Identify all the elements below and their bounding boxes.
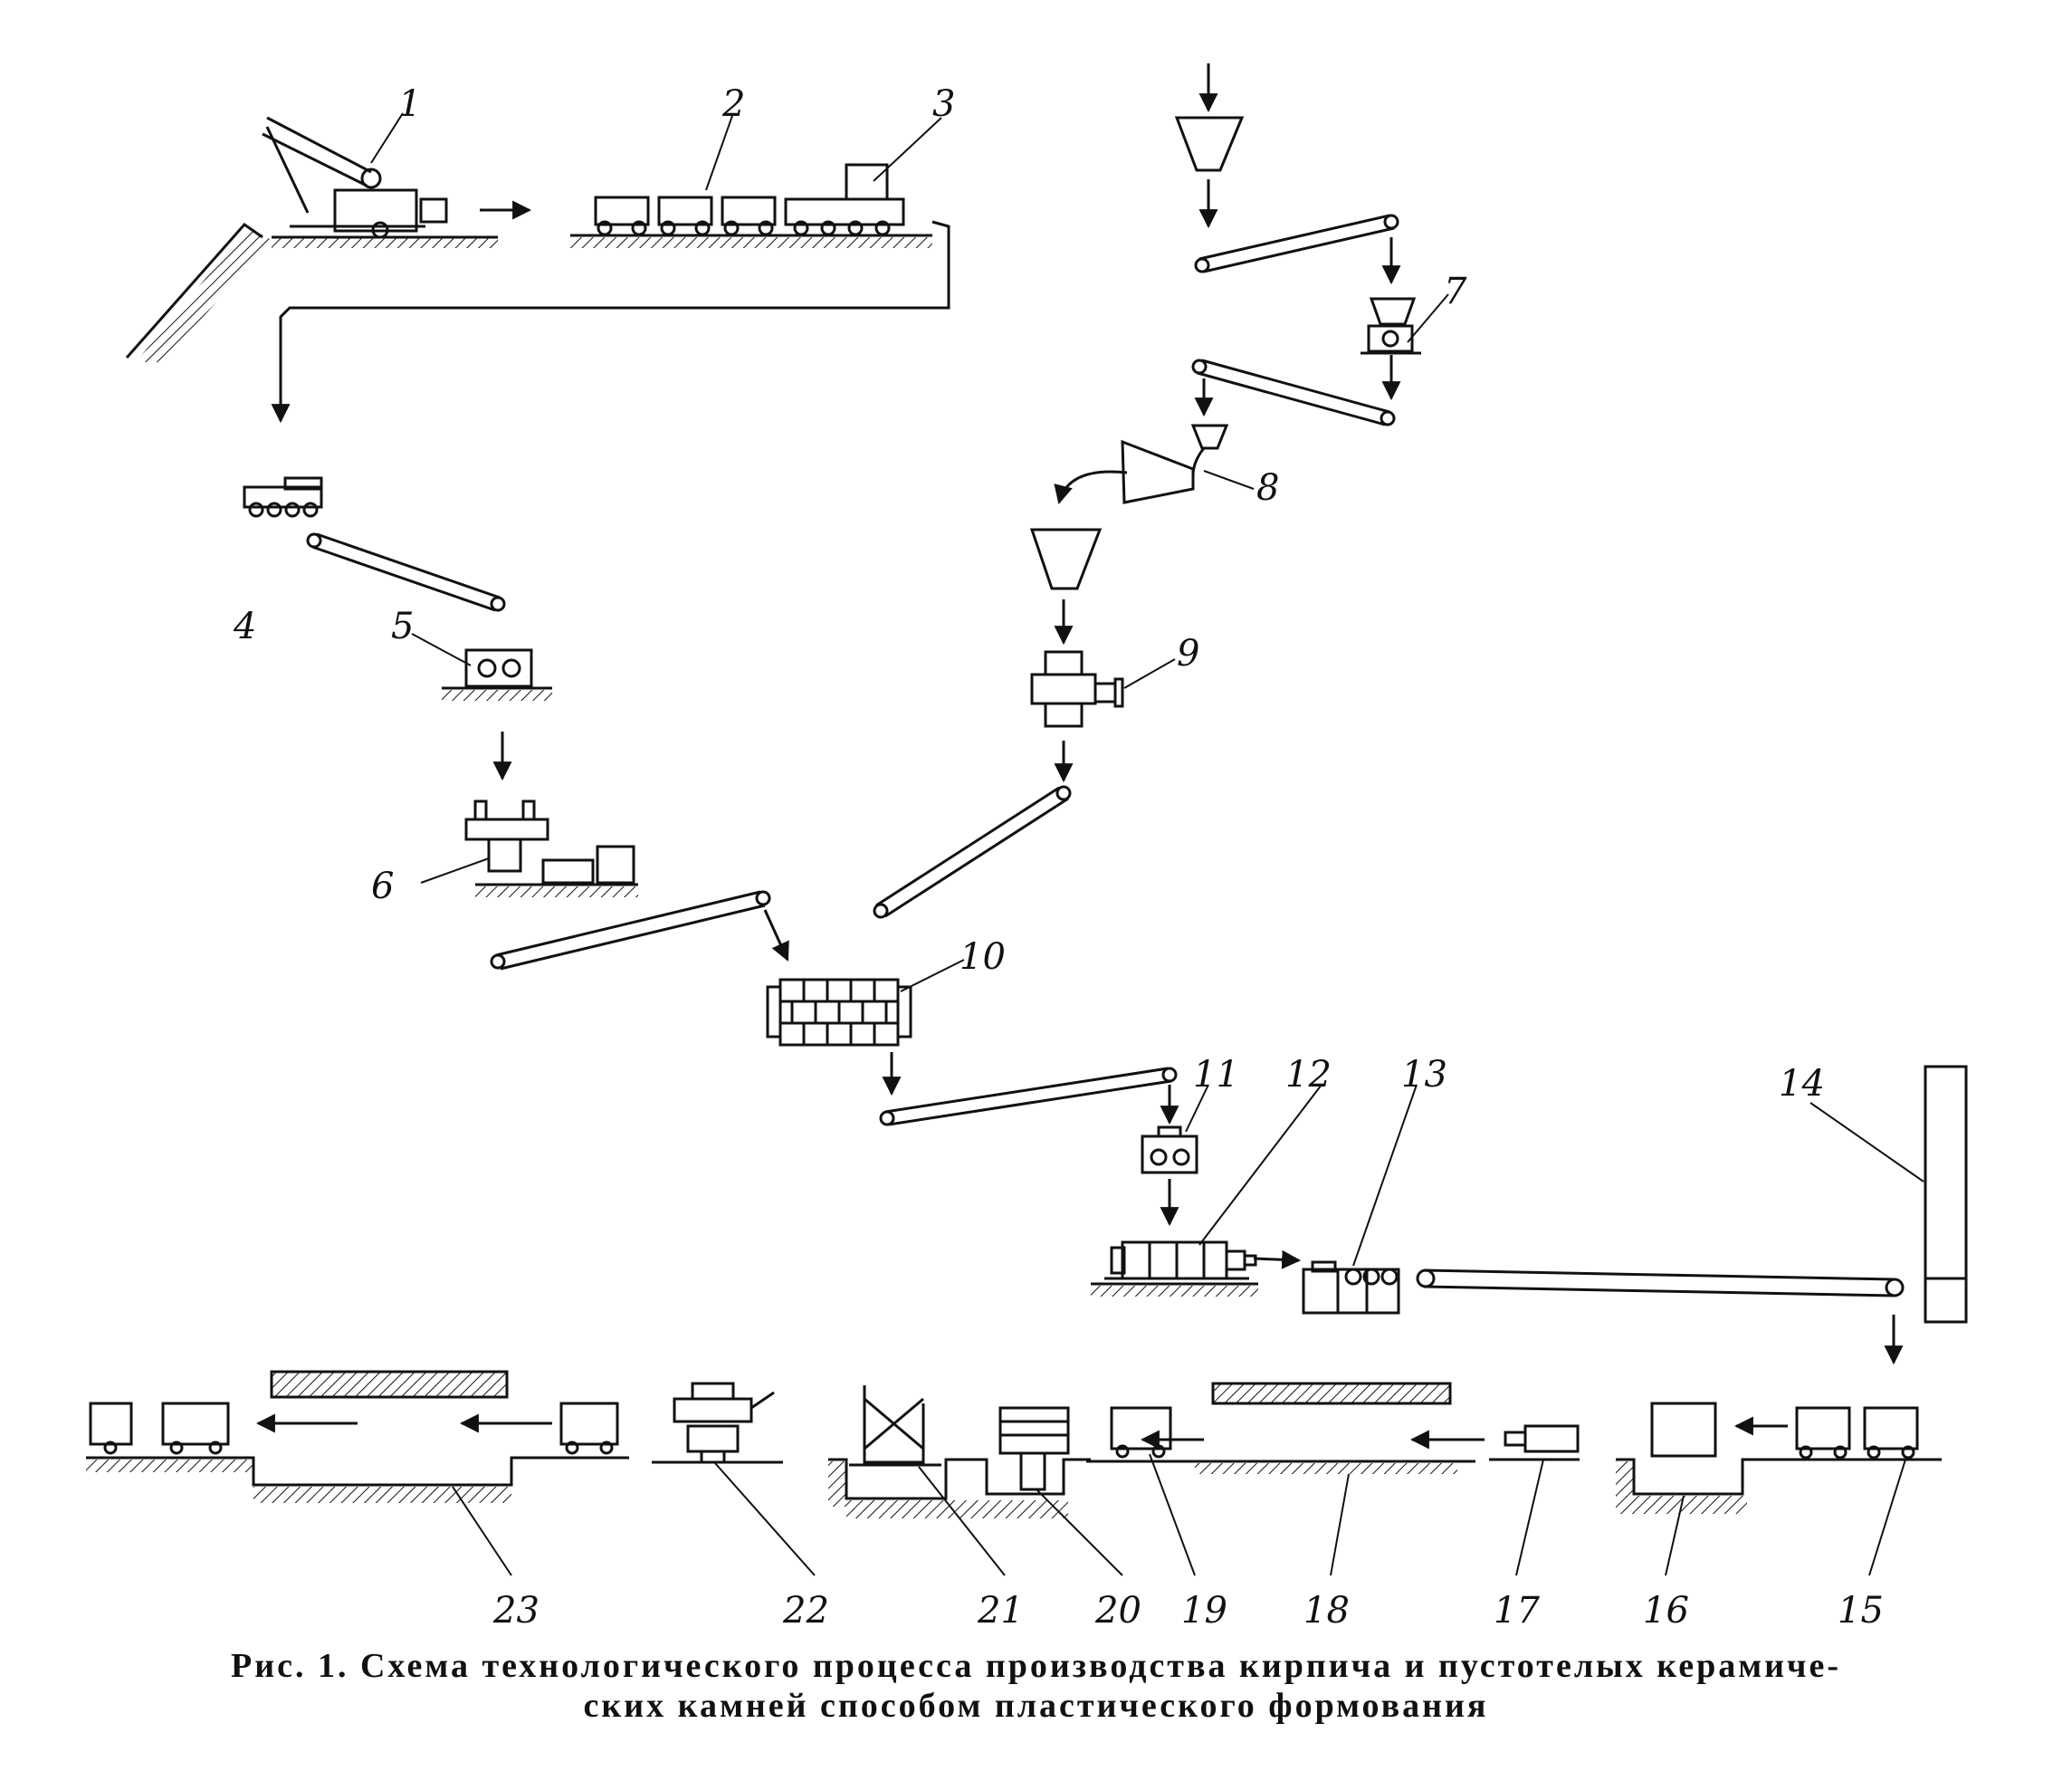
callout-2: 2 xyxy=(721,83,745,125)
callout-10: 10 xyxy=(960,936,1006,978)
belt-conveyor xyxy=(873,785,1072,919)
extruder-press xyxy=(1091,1240,1258,1297)
callout-7: 7 xyxy=(1444,271,1467,312)
kiln-roof xyxy=(270,1370,509,1399)
callout-17: 17 xyxy=(1494,1590,1540,1632)
ground-line xyxy=(1616,1458,1942,1496)
figure-caption: Рис. 1. Схема технологического процесса … xyxy=(0,1646,2072,1726)
excavator xyxy=(125,116,498,362)
roller-mill xyxy=(464,799,638,897)
dryer-column xyxy=(1924,1065,1968,1324)
callout-4: 4 xyxy=(233,606,256,647)
callout-20: 20 xyxy=(1094,1590,1141,1632)
transfer-car-21 xyxy=(849,1385,941,1467)
callout-18: 18 xyxy=(1303,1590,1350,1632)
callout-22: 22 xyxy=(782,1590,829,1632)
callout-8: 8 xyxy=(1256,467,1279,509)
flow-arrow xyxy=(1253,1249,1302,1269)
callout-16: 16 xyxy=(1643,1590,1689,1632)
setting-machine-20 xyxy=(998,1406,1070,1491)
callout-13: 13 xyxy=(1401,1054,1447,1096)
callout-labels: 1 2 3 4 5 6 7 8 9 10 11 12 13 14 15 16 1… xyxy=(233,83,1884,1632)
hopper xyxy=(1029,528,1103,590)
callout-6: 6 xyxy=(371,866,394,907)
callout-23: 23 xyxy=(492,1590,539,1632)
callout-11: 11 xyxy=(1193,1054,1239,1096)
flow-arrow xyxy=(763,909,789,962)
dryer-tunnel-roof xyxy=(1211,1382,1452,1405)
cutter xyxy=(1302,1260,1400,1315)
callout-12: 12 xyxy=(1285,1054,1332,1096)
callout-21: 21 xyxy=(977,1590,1024,1632)
vacuum-press-feeder xyxy=(1141,1125,1198,1174)
clay-mill xyxy=(1030,650,1124,728)
callout-9: 9 xyxy=(1177,633,1199,675)
belt-conveyor xyxy=(879,1067,1178,1126)
flow-line xyxy=(271,220,950,424)
crusher xyxy=(442,648,552,701)
caption-line-2: ских камней способом пластического формо… xyxy=(583,1687,1489,1725)
gantry-22 xyxy=(652,1382,783,1464)
caption-line-1: Рис. 1. Схема технологического процесса … xyxy=(230,1647,1841,1685)
kiln-carts xyxy=(89,1402,619,1455)
callout-5: 5 xyxy=(391,606,414,647)
feeder xyxy=(1361,297,1421,355)
pusher xyxy=(1489,1424,1580,1461)
dryer-carts xyxy=(1650,1402,1919,1460)
belt-conveyor xyxy=(490,890,771,971)
callout-19: 19 xyxy=(1181,1590,1227,1632)
belt-conveyor xyxy=(1194,214,1399,273)
mixer-8 xyxy=(1121,424,1229,504)
ground-line xyxy=(86,1456,629,1487)
rail-train xyxy=(570,163,932,248)
hopper xyxy=(1174,116,1245,172)
flow-arrow xyxy=(1054,470,1128,505)
kiln-stack xyxy=(766,978,912,1047)
cart-19 xyxy=(1110,1406,1172,1459)
callout-3: 3 xyxy=(932,83,955,125)
belt-conveyor xyxy=(306,532,506,612)
leader-lines xyxy=(370,112,1924,1576)
callout-14: 14 xyxy=(1779,1063,1825,1105)
callout-1: 1 xyxy=(398,83,421,125)
callout-15: 15 xyxy=(1838,1590,1884,1632)
belt-conveyor xyxy=(1416,1268,1905,1297)
belt-conveyor xyxy=(1191,359,1396,426)
loader xyxy=(243,476,323,518)
